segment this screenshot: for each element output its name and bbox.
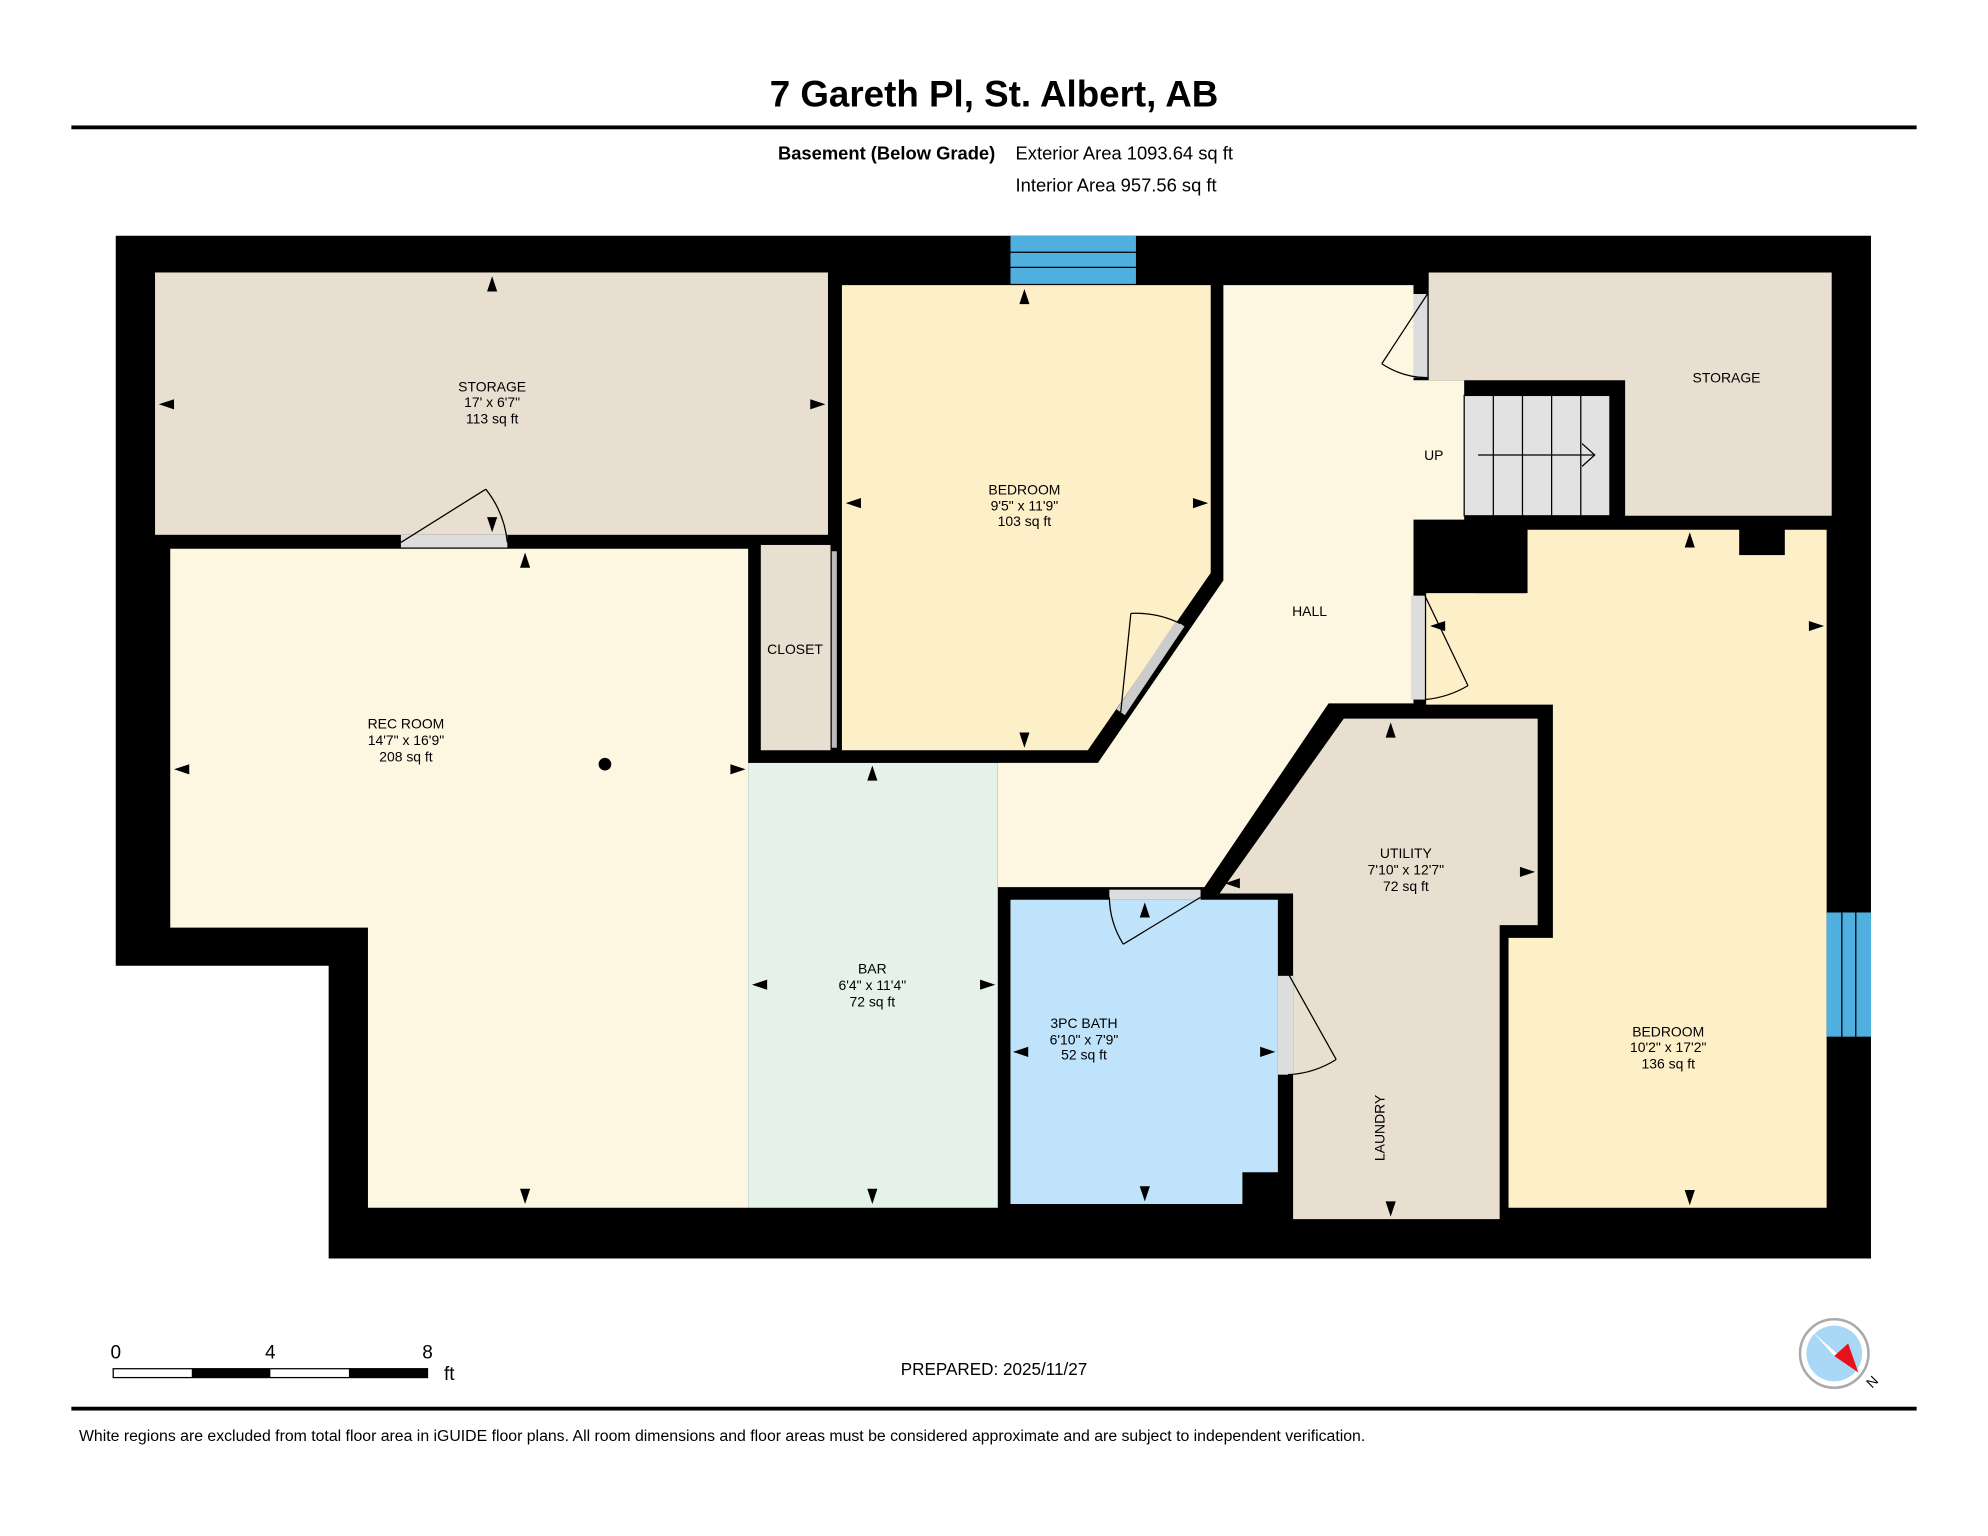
room-hall <box>997 285 1465 888</box>
svg-text:10'2" x 17'2": 10'2" x 17'2" <box>1630 1039 1706 1055</box>
exterior-area: Exterior Area 1093.64 sq ft <box>1016 143 1233 164</box>
door-bath[interactable] <box>1108 889 1201 945</box>
door-storage-right[interactable] <box>1381 293 1428 379</box>
svg-text:17' x 6'7": 17' x 6'7" <box>464 394 520 410</box>
wall-stub <box>1739 522 1785 556</box>
door-bedroom-top[interactable] <box>1116 612 1185 716</box>
label-storage-left: STORAGE 17' x 6'7" 113 sq ft <box>458 379 526 427</box>
label-rec-room: REC ROOM 14'7" x 16'9" 208 sq ft <box>368 716 445 765</box>
prepared-date: PREPARED: 2025/11/27 <box>901 1360 1088 1379</box>
disclaimer: White regions are excluded from total fl… <box>79 1428 1365 1445</box>
wall-stub <box>1476 529 1526 594</box>
door-bedroom-right[interactable] <box>1410 595 1469 701</box>
floor-drain-icon <box>598 757 612 771</box>
svg-text:6'10" x 7'9": 6'10" x 7'9" <box>1050 1031 1119 1047</box>
svg-text:136 sq ft: 136 sq ft <box>1641 1055 1695 1071</box>
room-storage-left <box>155 272 828 535</box>
room-bath <box>1010 899 1278 1204</box>
svg-text:3PC BATH: 3PC BATH <box>1050 1015 1117 1031</box>
room-bedroom-right <box>1426 529 1827 1208</box>
label-closet: CLOSET <box>767 641 823 657</box>
interior-area: Interior Area 957.56 sq ft <box>1016 174 1217 195</box>
svg-text:BEDROOM: BEDROOM <box>1632 1024 1704 1040</box>
window-top <box>1010 235 1136 284</box>
svg-text:113 sq ft: 113 sq ft <box>466 410 519 426</box>
footer-divider <box>71 1406 1917 1411</box>
svg-text:0: 0 <box>110 1343 121 1364</box>
svg-text:N: N <box>1863 1372 1881 1390</box>
svg-text:103 sq ft: 103 sq ft <box>998 513 1052 529</box>
svg-text:6'4" x 11'4": 6'4" x 11'4" <box>839 977 907 993</box>
stairs[interactable] <box>1463 394 1611 517</box>
svg-text:14'7" x 16'9": 14'7" x 16'9" <box>368 732 444 748</box>
label-bedroom-top: BEDROOM 9'5" x 11'9" 103 sq ft <box>988 481 1060 529</box>
room-utility <box>1219 718 1538 1220</box>
label-laundry: LAUNDRY <box>1371 1095 1387 1161</box>
svg-text:ft: ft <box>444 1364 455 1385</box>
label-storage-right: STORAGE <box>1693 370 1761 386</box>
svg-text:UTILITY: UTILITY <box>1380 845 1432 861</box>
svg-text:9'5" x 11'9": 9'5" x 11'9" <box>991 498 1059 514</box>
label-utility: UTILITY 7'10" x 12'7" 72 sq ft <box>1368 845 1444 894</box>
svg-text:7'10" x 12'7": 7'10" x 12'7" <box>1368 861 1444 877</box>
svg-text:REC ROOM: REC ROOM <box>368 716 445 732</box>
room-rec-room <box>170 548 749 1208</box>
label-hall: HALL <box>1292 603 1327 619</box>
room-bar <box>748 762 998 1208</box>
room-bedroom-top <box>841 285 1211 751</box>
label-bar: BAR 6'4" x 11'4" 72 sq ft <box>839 960 907 1009</box>
stairs-label: UP <box>1424 447 1443 463</box>
label-bath: 3PC BATH 6'10" x 7'9" 52 sq ft <box>1050 1015 1119 1063</box>
door-utility[interactable] <box>1277 972 1337 1076</box>
window-right <box>1826 912 1871 1037</box>
compass-icon: N <box>1798 1318 1881 1391</box>
header-divider <box>71 125 1917 130</box>
level-label: Basement (Below Grade) <box>778 143 995 164</box>
svg-text:BAR: BAR <box>858 960 887 976</box>
scale-bar: 0 4 8 ft <box>110 1343 455 1386</box>
svg-text:208 sq ft: 208 sq ft <box>379 749 433 765</box>
dimension-arrows <box>158 276 1825 1217</box>
svg-text:72 sq ft: 72 sq ft <box>1383 878 1429 894</box>
label-bedroom-right: BEDROOM 10'2" x 17'2" 136 sq ft <box>1630 1024 1706 1072</box>
svg-text:52 sq ft: 52 sq ft <box>1061 1046 1107 1062</box>
svg-text:8: 8 <box>422 1343 433 1364</box>
svg-text:4: 4 <box>265 1343 276 1364</box>
room-storage-right <box>1428 272 1832 516</box>
svg-text:BEDROOM: BEDROOM <box>988 481 1060 497</box>
door-storage[interactable] <box>400 488 508 548</box>
page-title: 7 Gareth Pl, St. Albert, AB <box>770 73 1219 114</box>
room-closet <box>760 544 831 751</box>
svg-text:72 sq ft: 72 sq ft <box>849 993 895 1009</box>
svg-text:STORAGE: STORAGE <box>458 379 526 395</box>
